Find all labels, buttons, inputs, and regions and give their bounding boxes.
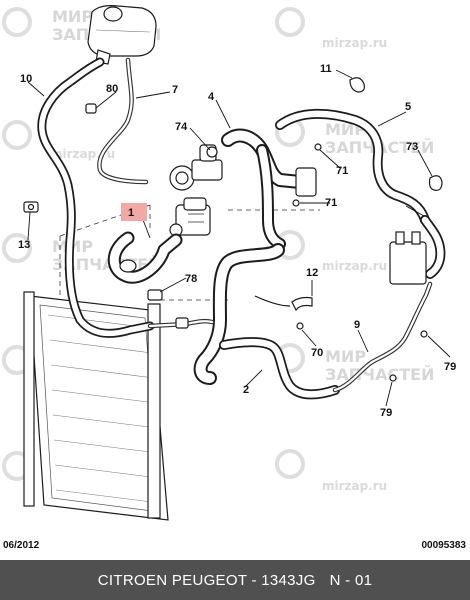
watermark-text-line2: ЗАПЧАСТЕЙ <box>325 365 434 384</box>
clip-73 <box>428 175 443 191</box>
callout-9: 9 <box>354 319 360 331</box>
clip-71-upper <box>314 143 322 151</box>
date-code: 06/2012 <box>3 540 40 551</box>
direction-arrow <box>254 295 291 307</box>
callout-1: 1 <box>128 207 134 219</box>
water-outlet-assembly <box>169 197 211 237</box>
cooling-hoses-diagram: МИР ЗАПЧАСТЕЙ mirzap.ru mirzap.ru МИР ЗА… <box>2 5 456 521</box>
callout-5: 5 <box>405 101 411 113</box>
callout-80: 80 <box>106 83 118 95</box>
callout-79-upper: 79 <box>444 361 456 373</box>
callout-74: 74 <box>175 121 188 133</box>
highlight-part-1 <box>121 203 147 221</box>
expansion-tank <box>87 5 157 65</box>
callout-11: 11 <box>320 63 332 75</box>
hose-2 <box>193 243 285 385</box>
footer-position: N - 01 <box>329 571 373 589</box>
clip-80 <box>85 103 97 114</box>
footer-part-title: CITROEN PEUGEOT - 1343JG <box>97 571 316 589</box>
radiator <box>23 291 169 521</box>
callout-12: 12 <box>306 267 318 279</box>
watermark-logo: mirzap.ru <box>275 7 387 50</box>
watermark-text-line1: МИР <box>325 347 366 366</box>
clip-11 <box>349 77 365 93</box>
clip-79-lower <box>389 374 397 382</box>
callout-78: 78 <box>185 273 197 285</box>
footer-bar: CITROEN PEUGEOT - 1343JG N - 01 <box>0 560 470 600</box>
clip-12 <box>291 296 313 312</box>
document-number: 00095383 <box>421 540 467 551</box>
clip-78 <box>147 289 163 301</box>
callout-71-upper: 71 <box>336 165 348 177</box>
watermark-site: mirzap.ru <box>322 479 387 493</box>
callouts: 1 2 4 5 7 9 10 11 12 13 70 71 71 73 74 7… <box>18 63 456 419</box>
watermark-text-line1: МИР <box>52 7 93 26</box>
callout-79-lower: 79 <box>380 407 392 419</box>
watermark-site: mirzap.ru <box>322 36 387 50</box>
clip-71-lower <box>292 199 300 207</box>
callout-13: 13 <box>18 239 30 251</box>
pipe-7 <box>97 57 149 185</box>
clip-70 <box>296 322 304 330</box>
watermark-logo: mirzap.ru <box>275 449 387 493</box>
callout-7: 7 <box>172 84 178 96</box>
heater-core-box <box>389 231 427 285</box>
callout-4: 4 <box>208 91 215 103</box>
watermark-logo: mirzap.ru <box>2 120 115 161</box>
callout-2: 2 <box>243 384 249 396</box>
callout-73: 73 <box>406 141 418 153</box>
clip-79-upper <box>420 330 428 338</box>
watermark-logo: mirzap.ru <box>275 230 387 273</box>
callout-10: 10 <box>20 73 32 85</box>
watermark-site: mirzap.ru <box>322 259 387 273</box>
callout-71-lower: 71 <box>325 197 337 209</box>
engine-outline-dashed <box>59 204 320 301</box>
clip-13 <box>23 201 39 213</box>
callout-70: 70 <box>311 347 323 359</box>
